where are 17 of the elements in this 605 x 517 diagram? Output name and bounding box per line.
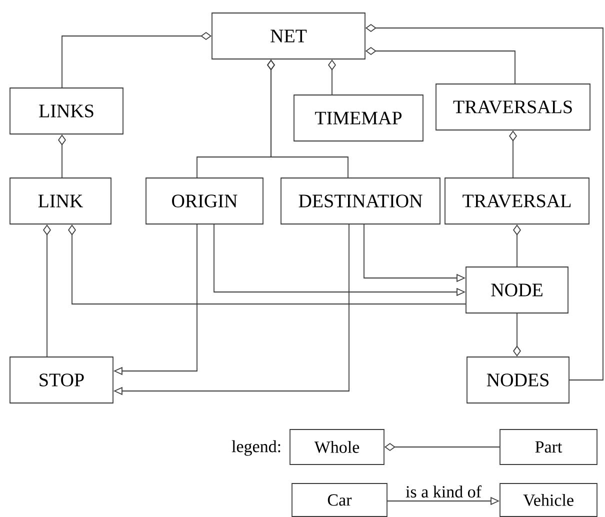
class-box: ORIGIN xyxy=(146,178,264,224)
class-box: TRAVERSAL xyxy=(444,178,590,224)
class-box: TRAVERSALS xyxy=(436,84,590,130)
heading-text: legend: xyxy=(232,440,280,456)
class-box: LINK xyxy=(10,178,112,224)
class-box: TIMEMAP xyxy=(294,94,424,142)
class-box: DESTINATION xyxy=(280,178,440,224)
class-box: Vehicle xyxy=(500,483,598,517)
class-box: NET xyxy=(212,12,366,60)
edge-label: is a kind of xyxy=(404,484,483,499)
class-box: STOP xyxy=(10,356,114,404)
class-box: Whole xyxy=(290,429,384,465)
class-box: Car xyxy=(292,483,388,517)
class-box: NODES xyxy=(466,356,570,404)
class-box: LINKS xyxy=(10,88,124,134)
class-box: NODE xyxy=(466,266,568,314)
class-box: Part xyxy=(500,429,598,465)
